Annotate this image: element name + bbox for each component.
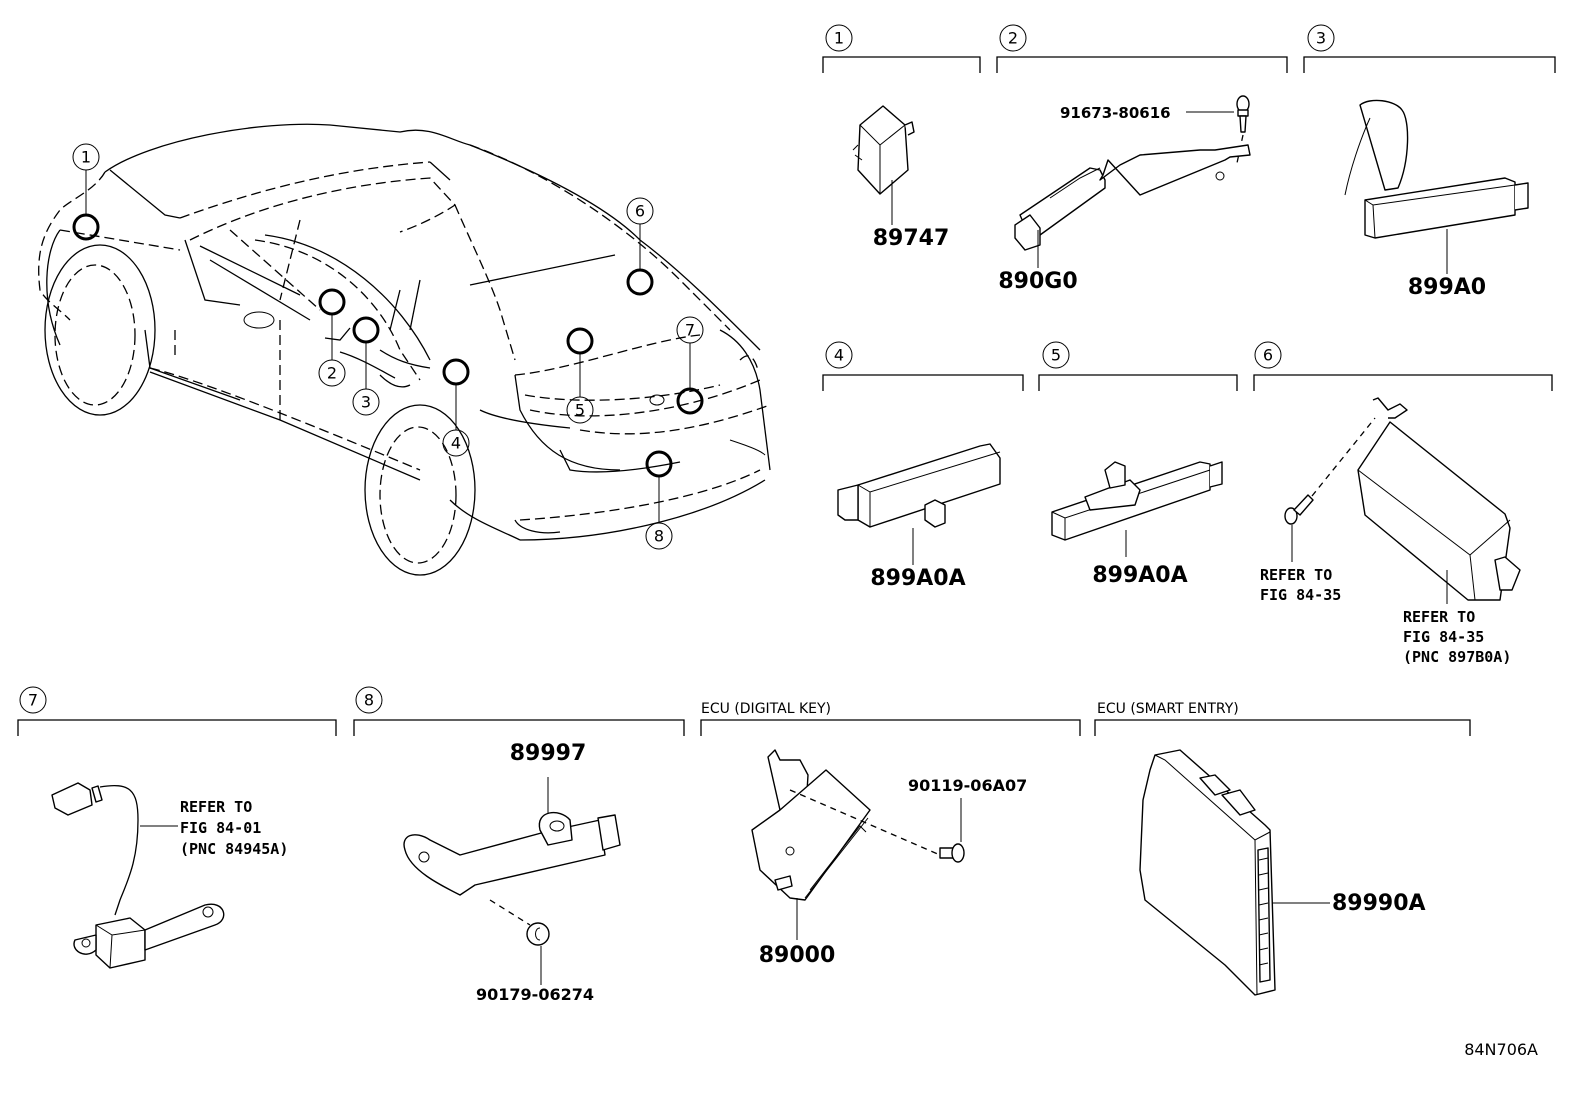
section-3-label: 3 (1316, 29, 1326, 48)
camera-harness-drawing[interactable] (51, 782, 225, 969)
part-number-899A0A-section-5[interactable]: 899A0A (1092, 563, 1187, 588)
section-6: 6 REFER TO FIG 84-35 REFER TO FIG 84-35 … (1253, 341, 1553, 666)
section-8-label: 8 (364, 691, 374, 710)
callout-8-label: 8 (654, 527, 664, 546)
section-8: 8 89997 90179-06274 (353, 686, 685, 1004)
module-897B0A-drawing[interactable] (1357, 397, 1521, 601)
location-marker-3[interactable] (352, 316, 380, 344)
part-89747-drawing[interactable] (852, 105, 915, 195)
section-1-label: 1 (834, 29, 844, 48)
part-number-90179-06274[interactable]: 90179-06274 (476, 985, 594, 1004)
figure-code: 84N706A (1464, 1040, 1538, 1059)
section-2: 2 91673-80616 890G0 (996, 24, 1288, 294)
sensor-89997-drawing[interactable] (403, 811, 621, 896)
section-ecu-smart-entry: ECU (SMART ENTRY) 89990A (1094, 701, 1471, 996)
section-7-label: 7 (28, 691, 38, 710)
part-number-899A0[interactable]: 899A0 (1408, 275, 1486, 300)
callout-5-label: 5 (575, 401, 585, 420)
part-number-90119-06A07[interactable]: 90119-06A07 (908, 776, 1027, 795)
section-5: 5 899A0A (1038, 341, 1238, 588)
part-number-89747[interactable]: 89747 (873, 226, 950, 251)
clip-90179-06274-drawing[interactable] (526, 922, 550, 946)
callout-6-label: 6 (635, 202, 645, 221)
part-number-89990A[interactable]: 89990A (1332, 891, 1426, 916)
part-890G0-drawing[interactable] (1014, 144, 1251, 251)
section-ecu-smart-entry-label: ECU (SMART ENTRY) (1097, 701, 1239, 717)
section-2-label: 2 (1008, 29, 1018, 48)
bolt-refer-fig-84-35-drawing[interactable] (1284, 494, 1314, 525)
refer-fig-84-35-link-module[interactable]: FIG 84-35 (1403, 628, 1484, 646)
refer-fig-84-01-link[interactable]: FIG 84-01 (180, 819, 261, 837)
part-899A0-drawing[interactable] (1344, 99, 1529, 239)
refer-fig-84-35-link-bolt[interactable]: FIG 84-35 (1260, 586, 1341, 604)
refer-label-bolt-line1: REFER TO (1260, 566, 1332, 584)
bolt-90119-06A07-drawing[interactable] (939, 843, 965, 863)
bolt-91673-80616-drawing[interactable] (1236, 95, 1250, 133)
refer-pnc-897B0A: (PNC 897B0A) (1403, 648, 1511, 666)
part-number-890G0[interactable]: 890G0 (998, 269, 1077, 294)
section-ecu-digital-key-label: ECU (DIGITAL KEY) (701, 701, 831, 717)
part-number-899A0A-section-4[interactable]: 899A0A (870, 566, 965, 591)
vehicle-callouts: 1 2 3 4 5 6 7 8 (72, 143, 704, 550)
section-3: 3 899A0 (1303, 24, 1556, 300)
location-marker-2[interactable] (318, 288, 346, 316)
location-marker-5[interactable] (566, 327, 594, 355)
location-marker-1[interactable] (72, 213, 100, 241)
section-4-label: 4 (834, 346, 844, 365)
part-899A0A-5-drawing[interactable] (1051, 461, 1223, 541)
refer-pnc-84945A: (PNC 84945A) (180, 840, 288, 858)
section-ecu-digital-key: ECU (DIGITAL KEY) 90119-06A07 89000 (700, 701, 1081, 968)
callout-3-label: 3 (361, 393, 371, 412)
section-4: 4 899A0A (822, 341, 1024, 591)
ecu-89990A-drawing[interactable] (1139, 749, 1276, 996)
part-number-89997[interactable]: 89997 (510, 741, 587, 766)
location-marker-7[interactable] (676, 387, 704, 415)
callout-2-label: 2 (327, 364, 337, 383)
section-5-label: 5 (1051, 346, 1061, 365)
refer-label-camera-line1: REFER TO (180, 798, 252, 816)
section-6-label: 6 (1263, 346, 1273, 365)
callout-1-label: 1 (81, 148, 91, 167)
section-7: 7 REFER TO FIG 84-01 (PNC 84945A) (17, 686, 337, 969)
location-marker-6[interactable] (626, 268, 654, 296)
callout-4-label: 4 (451, 434, 461, 453)
vehicle-overview (38, 123, 771, 576)
callout-7-label: 7 (685, 321, 695, 340)
ecu-89000-drawing[interactable] (751, 749, 871, 901)
refer-label-module-line1: REFER TO (1403, 608, 1475, 626)
location-marker-4[interactable] (442, 358, 470, 386)
part-number-91673-80616[interactable]: 91673-80616 (1060, 104, 1171, 122)
section-1: 1 89747 (822, 24, 981, 251)
part-number-89000[interactable]: 89000 (759, 943, 836, 968)
part-899A0A-4-drawing[interactable] (837, 443, 1001, 528)
